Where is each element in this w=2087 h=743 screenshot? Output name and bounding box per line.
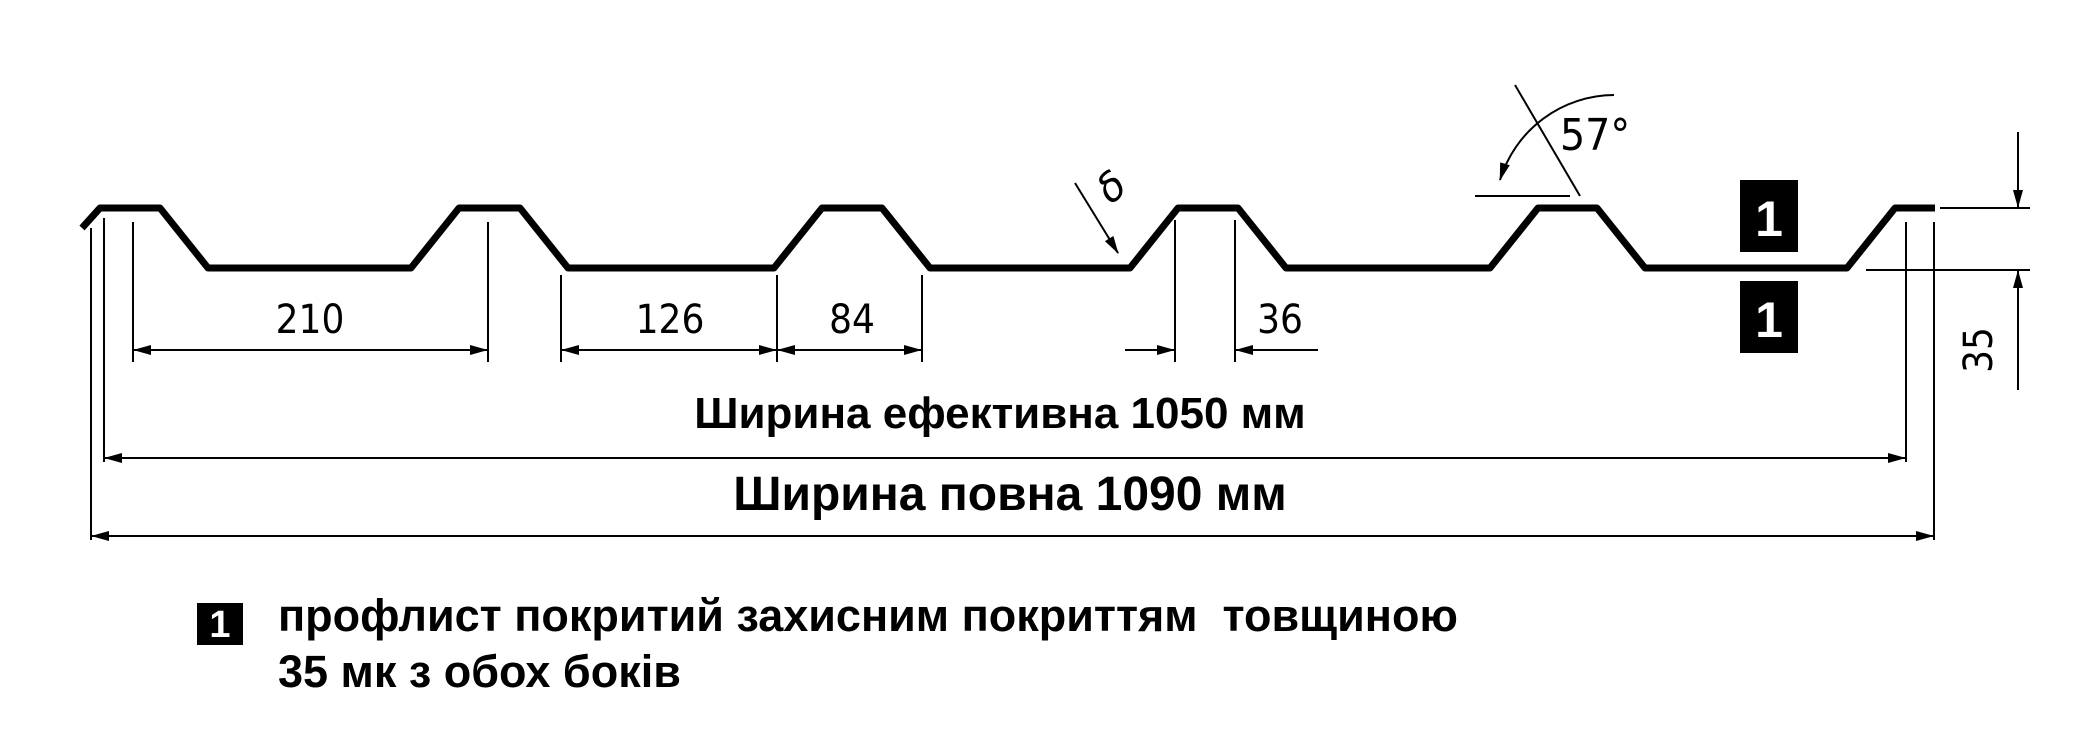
dim-angle: 57° (1560, 110, 1630, 161)
sheet-profile (79, 204, 1935, 272)
dimension-lines (91, 132, 2023, 541)
full-width-label: Ширина повна 1090 мм (733, 468, 1287, 521)
effective-width-label: Ширина ефективна 1050 мм (694, 389, 1305, 438)
legend-text: профлист покритий захисним покриттям тов… (278, 588, 1458, 700)
svg-text:1: 1 (1755, 292, 1783, 348)
angle-indicator (1475, 84, 1615, 197)
legend-line-1: профлист покритий захисним покриттям тов… (278, 590, 1458, 641)
dim-36: 36 (1257, 297, 1303, 343)
thickness-pointer (1074, 182, 1119, 254)
dim-126: 126 (636, 297, 705, 343)
coating-marker-top: 1 (1740, 180, 1798, 252)
legend-badge: 1 (197, 603, 243, 646)
coating-marker-bottom: 1 (1740, 281, 1798, 353)
dim-84: 84 (829, 297, 875, 343)
thickness-symbol: δ (1088, 162, 1136, 213)
dim-height: 35 (1956, 327, 2002, 373)
svg-text:1: 1 (1755, 191, 1783, 247)
dim-210: 210 (276, 297, 345, 343)
legend-line-2: 35 мк з обох боків (278, 646, 681, 697)
extension-lines (90, 207, 2030, 540)
